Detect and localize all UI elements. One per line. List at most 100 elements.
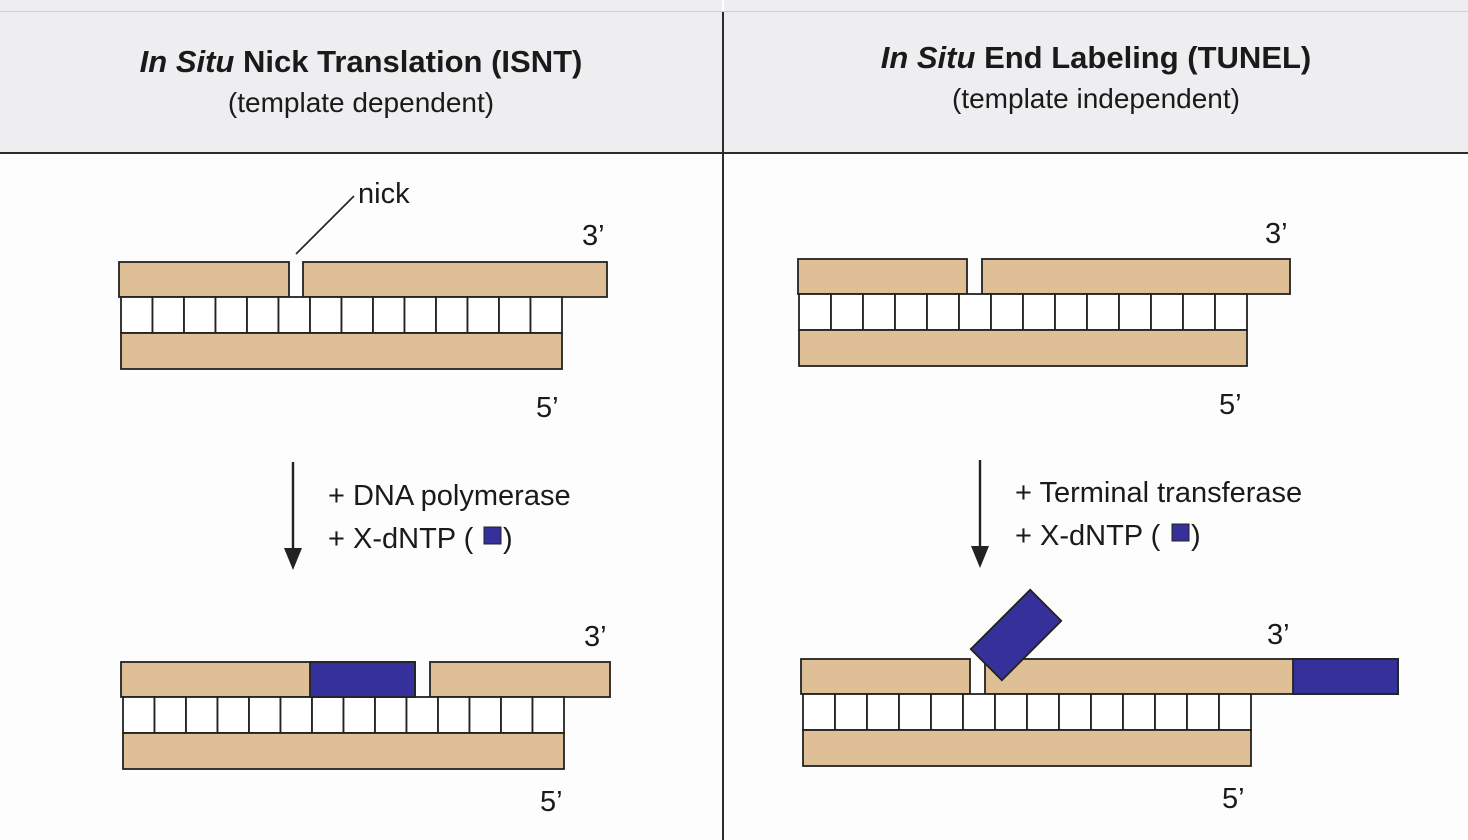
isnt-before-5prime: 5’	[536, 392, 559, 424]
base-pair	[866, 693, 900, 731]
panel-divider	[722, 12, 724, 840]
base-pair	[962, 693, 996, 731]
base-pair	[531, 696, 565, 734]
base-pair	[994, 693, 1028, 731]
tunel-after-3prime: 3’	[1267, 619, 1290, 651]
base-pair	[340, 296, 374, 334]
nick-label: nick	[358, 178, 410, 210]
bottom-strand	[798, 329, 1248, 367]
title-tunel-italic: In Situ	[880, 40, 976, 75]
base-pair	[1054, 293, 1088, 331]
base-pair	[122, 696, 156, 734]
base-pair	[1058, 693, 1092, 731]
base-pair	[529, 296, 563, 334]
base-pair	[802, 693, 836, 731]
nick-pointer-line	[295, 195, 355, 255]
base-pair	[798, 293, 832, 331]
isnt-dna-after	[120, 661, 611, 770]
tunel-reagent-transferase: + Terminal transferase	[1015, 477, 1302, 509]
bottom-strand	[802, 729, 1252, 767]
bottom-strand	[120, 332, 563, 370]
base-pair	[1090, 693, 1124, 731]
base-pair	[214, 296, 248, 334]
base-pair	[372, 296, 406, 334]
tunel-arrow	[971, 460, 989, 568]
isnt-xdntp-square-icon	[483, 526, 502, 545]
base-pair	[277, 296, 311, 334]
top-strand-segment	[797, 258, 968, 295]
base-pair	[151, 296, 185, 334]
subtitle-tunel: (template independent)	[952, 83, 1240, 114]
base-pair	[990, 293, 1024, 331]
base-pair	[1186, 693, 1220, 731]
header-isnt: In Situ Nick Translation (ISNT) (templat…	[0, 0, 722, 153]
base-pair	[374, 696, 408, 734]
isnt-after-3prime: 3’	[584, 621, 607, 653]
top-strand-segment	[981, 258, 1291, 295]
isnt-reagent-xdntp: + X-dNTP (	[328, 523, 474, 555]
base-pair	[830, 293, 864, 331]
base-pair	[894, 293, 928, 331]
header-divider	[0, 152, 1468, 154]
tilted-label-block	[969, 588, 1063, 682]
base-pair	[311, 696, 345, 734]
isnt-reagent-polymerase: + DNA polymerase	[328, 480, 571, 512]
base-pair	[1118, 293, 1152, 331]
base-pair	[1026, 693, 1060, 731]
top-rule	[0, 11, 1468, 12]
title-isnt-italic: In Situ	[139, 44, 235, 79]
base-pair	[248, 696, 282, 734]
tunel-before-3prime: 3’	[1265, 218, 1288, 250]
tunel-reagent-xdntp: + X-dNTP (	[1015, 520, 1161, 552]
base-pair	[1086, 293, 1120, 331]
base-pair	[279, 696, 313, 734]
top-strand-segment	[800, 658, 971, 695]
base-pair	[216, 696, 250, 734]
tunel-xdntp-square-icon	[1171, 523, 1190, 542]
title-tunel-rest: End Labeling (TUNEL)	[984, 40, 1312, 75]
tunel-dna-before	[797, 258, 1291, 367]
base-pair	[898, 693, 932, 731]
isnt-after-5prime: 5’	[540, 786, 563, 818]
tunel-after-5prime: 5’	[1222, 783, 1245, 815]
base-pair	[862, 293, 896, 331]
base-pair	[468, 696, 502, 734]
base-pair	[834, 693, 868, 731]
isnt-arrow	[284, 462, 302, 570]
base-pair	[405, 696, 439, 734]
base-pair	[153, 696, 187, 734]
base-pair	[246, 296, 280, 334]
title-tunel: In Situ End Labeling (TUNEL)	[724, 40, 1468, 76]
top-strand-segment	[429, 661, 611, 698]
base-pair	[120, 296, 154, 334]
bottom-strand	[122, 732, 565, 770]
title-isnt: In Situ Nick Translation (ISNT)	[0, 44, 722, 80]
base-pair	[466, 296, 500, 334]
tunel-reagent-xdntp-close: )	[1191, 520, 1201, 552]
label-block	[309, 661, 416, 698]
tunel-before-5prime: 5’	[1219, 389, 1242, 421]
base-pair	[309, 296, 343, 334]
base-pair	[1182, 293, 1216, 331]
top-strand-segment	[118, 261, 290, 298]
isnt-before-3prime: 3’	[582, 220, 605, 252]
base-pair	[403, 296, 437, 334]
base-pair	[1022, 293, 1056, 331]
tunel-dna-after	[800, 588, 1399, 767]
subtitle-isnt: (template dependent)	[227, 87, 495, 118]
base-pair	[342, 696, 376, 734]
top-strand-segment	[302, 261, 608, 298]
base-pair	[1154, 693, 1188, 731]
base-pair	[183, 296, 217, 334]
base-pair	[185, 696, 219, 734]
base-pair	[500, 696, 534, 734]
base-pair	[926, 293, 960, 331]
title-isnt-rest: Nick Translation (ISNT)	[243, 44, 583, 79]
base-pair	[1150, 293, 1184, 331]
base-pair	[437, 696, 471, 734]
base-pair	[435, 296, 469, 334]
base-pair	[1122, 693, 1156, 731]
base-pair	[930, 693, 964, 731]
base-pair	[498, 296, 532, 334]
